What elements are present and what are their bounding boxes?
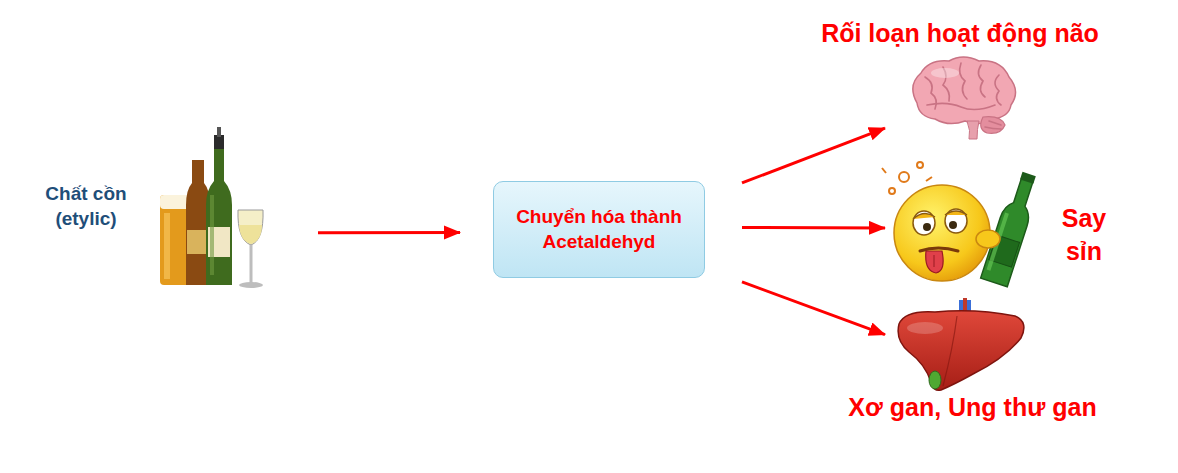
node-label: Say sỉn (1056, 202, 1112, 267)
source-node: Chất cồn (etylic) (30, 130, 275, 295)
icon-part (925, 63, 1001, 129)
process-label: Chuyển hóa thành Acetaldehyd (504, 205, 694, 254)
icon-part (931, 68, 959, 78)
icon-part (217, 127, 221, 137)
icon-part (187, 230, 209, 254)
icon-part (206, 145, 232, 285)
icon-part (945, 209, 967, 233)
icon-part (995, 75, 1001, 105)
illustration-icon (880, 155, 1045, 290)
arrow-connector (742, 128, 885, 183)
arrow-connector (318, 231, 460, 234)
effect-node: Rối loạn hoạt động não (800, 15, 1120, 145)
icon-part (913, 57, 1016, 124)
effect-node: Xơ gan, Ung thư gan (830, 295, 1115, 425)
icon-part (913, 211, 935, 235)
icon-part (967, 121, 979, 139)
icon-part (898, 311, 1024, 391)
icon-part (976, 230, 1000, 248)
icon-part (913, 213, 935, 219)
icon-part (889, 188, 895, 194)
icon-part (238, 210, 263, 245)
process-box: Chuyển hóa thành Acetaldehyd (493, 181, 705, 278)
icon-part (934, 255, 935, 267)
effect-node: Say sỉn (880, 150, 1112, 295)
icon-part (210, 195, 214, 275)
node-label: Xơ gan, Ung thư gan (830, 391, 1115, 424)
icon-part (927, 103, 995, 109)
icon-part (882, 168, 938, 187)
icon-part (923, 223, 931, 231)
icon-part (929, 371, 941, 389)
icon-part (907, 322, 943, 334)
icon-part (960, 63, 967, 99)
icon-part (981, 117, 1005, 134)
icon-part (917, 162, 923, 168)
icon-part (943, 316, 957, 386)
arrow-connector (742, 226, 885, 229)
icon-part (239, 282, 263, 288)
icon-part (894, 185, 990, 281)
icon-part (214, 135, 224, 149)
icon-part (926, 251, 943, 273)
icon-part (985, 127, 1001, 129)
icon-part (164, 213, 170, 279)
arrow-connector (742, 282, 885, 335)
node-label: Chất cồn (etylic) (30, 182, 142, 231)
icon-part (981, 170, 1043, 287)
icon-part (250, 245, 253, 283)
icon-part (239, 225, 262, 244)
node-label: Rối loạn hoạt động não (800, 17, 1120, 50)
illustration-icon (905, 55, 1020, 140)
icon-part (989, 121, 1001, 125)
icon-part (949, 221, 957, 229)
icon-part (945, 211, 967, 215)
illustration-icon (895, 298, 1030, 392)
icon-part (1020, 172, 1036, 184)
illustration-icon (158, 135, 265, 290)
icon-part (978, 65, 985, 97)
icon-part (899, 172, 909, 182)
